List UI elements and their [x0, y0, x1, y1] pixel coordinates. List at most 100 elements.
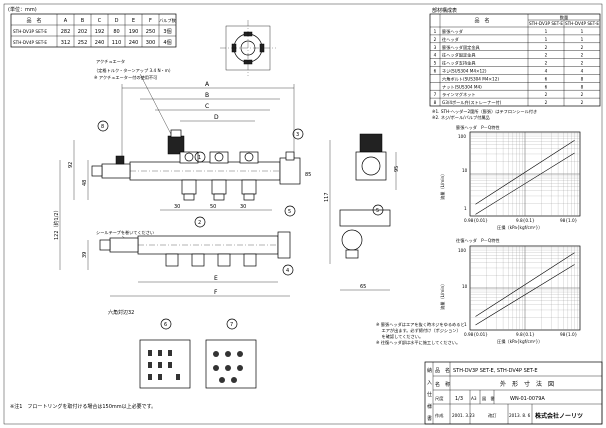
dim-label-e: E — [214, 275, 218, 282]
hex-label: 六角対辺32 — [108, 309, 134, 316]
scale-label: 尺度 — [435, 395, 444, 402]
parts-row-no: 7 — [434, 92, 437, 97]
graph2-title: 往復ヘッダ P－Q特性 — [456, 237, 500, 244]
graph2-xtick-3: 98{1.0} — [560, 332, 578, 337]
parts-row-qty-4p: 2 — [581, 53, 584, 58]
rev-label: 改訂 — [488, 412, 497, 419]
dimension-table: 品 名 A B C D E F バルブ数 STH-DV3P SET-E 282 … — [10, 13, 177, 48]
dim-label-92: 92 — [68, 162, 74, 168]
side-label-3: 仕 — [427, 391, 432, 398]
date-value: 2001. 3.23 — [452, 413, 475, 418]
parts-row-no: 8 — [434, 100, 437, 105]
parts-table-title: 部材構成表 — [432, 7, 457, 14]
parts-row-no: 1 — [434, 29, 437, 34]
dim-table-row2-name: STH-DV4P SET-E — [13, 40, 47, 45]
dim-label-122: 122（約1/2） — [53, 207, 60, 240]
parts-row-no: 2 — [434, 37, 437, 42]
dim-table-header-name: 品 名 — [26, 17, 41, 24]
parts-row-qty-3p: 6 — [545, 76, 548, 81]
graph1-ytick-10: 10 — [462, 168, 468, 173]
dim-label-85-right: 85 — [305, 172, 311, 178]
parts-subheader-4p: STH-DV4P SET-E — [565, 21, 599, 26]
dim-label-30b: 30 — [240, 204, 246, 210]
dim-label-30a: 30 — [174, 204, 180, 210]
callout-7: 7 — [230, 322, 233, 328]
parts-row-qty-3p: 2 — [545, 45, 548, 50]
graph-expansion-header: 膨張ヘッダ P－Q特性 流量（L/min） 0.98{0.01} 9.8{0.1… — [439, 124, 581, 231]
dim-table-header-e: E — [132, 18, 135, 24]
date-label: 作成 — [435, 412, 443, 419]
graph2-xtick-1: 0.98{0.01} — [464, 332, 488, 337]
side-label-4: 様 — [427, 403, 432, 410]
graph-curve — [475, 252, 575, 317]
graph1-xlabel: 圧損（kPa{kgf/cm²}） — [497, 224, 542, 231]
no-label: 図 番 — [482, 395, 495, 402]
graph1-ytick-100: 100 — [458, 134, 466, 139]
actuator-sub1: （定格トルク・ターンアップ 3.4 N・m） — [94, 67, 173, 74]
screw-pack — [139, 339, 191, 389]
footnote: ※注1 フロートリングを取付ける場合は150mm以上必要です。 — [10, 403, 156, 410]
parts-row-qty-4p: 2 — [581, 61, 584, 66]
callout-6: 6 — [164, 322, 167, 328]
graph-curve — [475, 140, 575, 205]
parts-row-name: ラインマグネット — [442, 91, 476, 98]
front-view-upper: A B C D アクチュエータ （定格トルク・ターンアップ 3.4 N・m） ※… — [68, 58, 311, 211]
parts-subheader-3p: STH-DV3P SET-E — [529, 21, 563, 26]
graph2-xtick-2: 9.8{0.1} — [516, 332, 535, 337]
dim-table-header-a: A — [64, 18, 68, 24]
side-label-2: 入 — [427, 380, 432, 386]
dim-table-row2-f: 300 — [146, 40, 156, 46]
dim-label-117: 117 — [324, 192, 330, 202]
dim-label-a: A — [205, 81, 210, 88]
side-view: 117 95 65 — [324, 133, 400, 291]
dim-table-row2-e: 240 — [129, 40, 139, 46]
product-value: STH-DV3P SET-E, STH-DV4P SET-E — [453, 368, 537, 374]
note-lower-3: を確認してください。 — [376, 333, 423, 340]
size-value: A3 — [471, 396, 477, 401]
title-block: 納 入 仕 様 書 品 名 STH-DV3P SET-E, STH-DV4P S… — [424, 361, 603, 425]
parts-row-qty-4p: 1 — [581, 37, 584, 42]
rev-value: 2013. 8. 6 — [509, 413, 531, 418]
parts-header-name: 品 名 — [474, 17, 489, 24]
graph2-ytick-10: 10 — [462, 284, 468, 289]
dim-table-header-valves: バルブ数 — [159, 17, 177, 24]
side-label-1: 納 — [427, 367, 432, 374]
callouts: 8 3 2 5 4 5 6 7 1 — [97, 120, 384, 330]
actuator-body — [167, 135, 185, 155]
dim-label-b: B — [205, 92, 209, 99]
magnet-pack — [205, 339, 257, 389]
dim-table-header-c: C — [98, 18, 102, 24]
graph2-ytick-1: 1 — [464, 322, 467, 327]
parts-row-qty-4p: 8 — [581, 84, 584, 89]
graph-supply-header: 往復ヘッダ P－Q特性 流量（L/min） 0.98{0.01} 9.8{0.1… — [439, 237, 581, 345]
callout-5-front: 5 — [288, 209, 291, 215]
parts-row-qty-4p: 8 — [581, 76, 584, 81]
parts-row-qty-3p: 2 — [545, 92, 548, 97]
parts-table: 部材構成表 品 名 数量 STH-DV3P SET-E STH-DV4P SET… — [429, 7, 601, 107]
parts-row-qty-4p: 1 — [581, 29, 584, 34]
dim-table-row2-valves: 4個 — [163, 39, 171, 46]
upper-valve-heads — [179, 151, 259, 164]
front-view-lower: シールテープを巻いてください 122（約1/2） 39 E F 六角対辺32 — [53, 160, 291, 316]
dim-label-c: C — [205, 103, 209, 110]
dim-table-header-b: B — [81, 18, 85, 24]
parts-row-qty-4p: 2 — [581, 45, 584, 50]
dim-table-row1-f: 250 — [146, 29, 156, 35]
parts-row-no: 5 — [434, 61, 437, 66]
lower-notes: ※ 膨張ヘッダはエアを抜く時ネジをゆるめると エアが出ます。必ず締付け（ポジショ… — [376, 321, 465, 346]
dim-table-row1-e: 190 — [129, 29, 139, 35]
dim-table-row2-a: 312 — [61, 40, 71, 46]
parts-row-qty-4p: 2 — [581, 100, 584, 105]
parts-row-no: 4 — [434, 53, 437, 58]
graph2-ylabel: 流量（L/min） — [439, 282, 446, 310]
note-lower-2: エアが出ます。必ず締付け（ポジション） — [376, 327, 461, 334]
callout-5-side: 5 — [376, 208, 379, 214]
dim-table-row1-c: 192 — [95, 29, 105, 35]
dim-label-48: 48 — [82, 180, 88, 186]
dim-label-95: 95 — [394, 166, 400, 172]
callout-3: 3 — [296, 132, 299, 138]
product-label: 品 名 — [435, 367, 450, 374]
dim-label-65: 65 — [360, 284, 366, 290]
company-name: 株式会社ノーリツ — [535, 412, 583, 420]
